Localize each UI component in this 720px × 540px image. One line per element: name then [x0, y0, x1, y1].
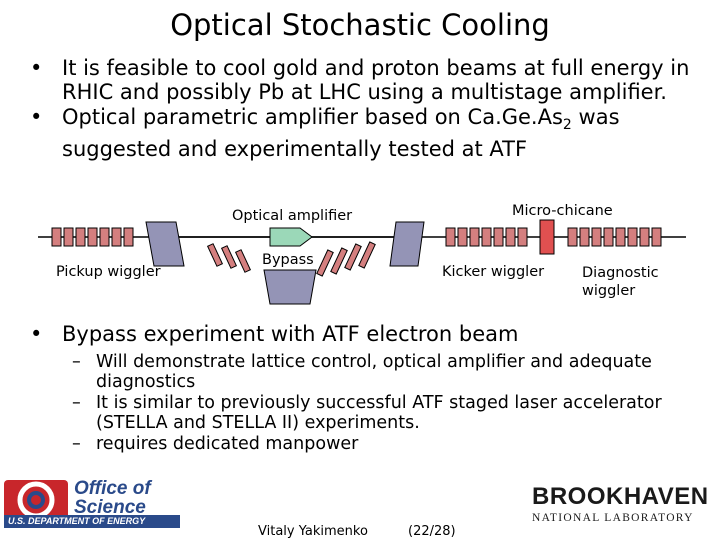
- bullet-text-part: was suggested and experimentally tested …: [62, 105, 620, 162]
- label-line: wiggler: [582, 283, 636, 299]
- micro-chicane: [539, 219, 555, 255]
- footer-page-number: (22/28): [408, 524, 456, 539]
- bottom-bullets: • Bypass experiment with ATF electron be…: [30, 322, 710, 454]
- label-micro-chicane: Micro-chicane: [512, 203, 613, 219]
- bullet-dot: •: [30, 56, 43, 80]
- sub-bullet-text: Will demonstrate lattice control, optica…: [96, 352, 652, 392]
- sub-bullet-item: – It is similar to previously successful…: [30, 393, 710, 433]
- diagnostic-wiggler: [567, 227, 662, 247]
- label-bypass: Bypass: [262, 252, 314, 268]
- label-diagnostic-wiggler: Diagnostic wiggler: [582, 264, 659, 300]
- logo-text: Science: [74, 497, 146, 518]
- beamline-diagram: [38, 219, 686, 305]
- office-of-science-logo: Office of Science U.S. DEPARTMENT OF ENE…: [0, 472, 180, 530]
- bullet-text: Bypass experiment with ATF electron beam: [62, 322, 519, 346]
- dash-symbol: –: [72, 352, 81, 372]
- slide-title: Optical Stochastic Cooling: [170, 8, 550, 42]
- bullet-item: • Bypass experiment with ATF electron be…: [30, 322, 710, 346]
- dipole-2: [263, 269, 317, 305]
- logo-text: U.S. DEPARTMENT OF ENERGY: [8, 516, 146, 526]
- dipole-1: [145, 221, 185, 267]
- bullet-dot: •: [30, 322, 43, 346]
- sub-bullet-text: requires dedicated manpower: [96, 434, 359, 454]
- top-bullets: • It is feasible to cool gold and proton…: [30, 56, 710, 161]
- kicker-wiggler: [445, 227, 528, 247]
- footer-author: Vitaly Yakimenko: [258, 524, 368, 539]
- bypass-quadrupoles: [206, 241, 376, 277]
- dash-symbol: –: [72, 434, 81, 454]
- label-kicker-wiggler: Kicker wiggler: [442, 264, 545, 280]
- logo-text: BROOKHAVEN: [532, 483, 709, 510]
- sub-bullet-text: It is similar to previously successful A…: [96, 393, 662, 433]
- logo-text: NATIONAL LABORATORY: [532, 512, 694, 524]
- dipole-3: [389, 221, 425, 267]
- bullet-item: • Optical parametric amplifier based on …: [30, 105, 710, 161]
- bullet-text: It is feasible to cool gold and proton b…: [62, 56, 690, 104]
- doe-emblem-icon: [4, 480, 180, 528]
- sub-bullet-item: – requires dedicated manpower: [30, 434, 710, 454]
- sub-bullet-item: – Will demonstrate lattice control, opti…: [30, 352, 710, 392]
- label-line: Diagnostic: [582, 265, 659, 281]
- brookhaven-logo: BROOKHAVEN NATIONAL LABORATORY: [532, 484, 720, 530]
- bullet-item: • It is feasible to cool gold and proton…: [30, 56, 710, 104]
- dash-symbol: –: [72, 393, 81, 413]
- pickup-wiggler: [51, 227, 134, 247]
- bullet-subscript: 2: [562, 117, 572, 134]
- bullet-dot: •: [30, 105, 43, 129]
- label-pickup-wiggler: Pickup wiggler: [56, 264, 161, 280]
- logo-text: Office of: [74, 478, 151, 499]
- label-optical-amplifier: Optical amplifier: [232, 208, 353, 224]
- bullet-text-part: Optical parametric amplifier based on Ca…: [62, 105, 563, 129]
- optical-amplifier: [269, 227, 313, 247]
